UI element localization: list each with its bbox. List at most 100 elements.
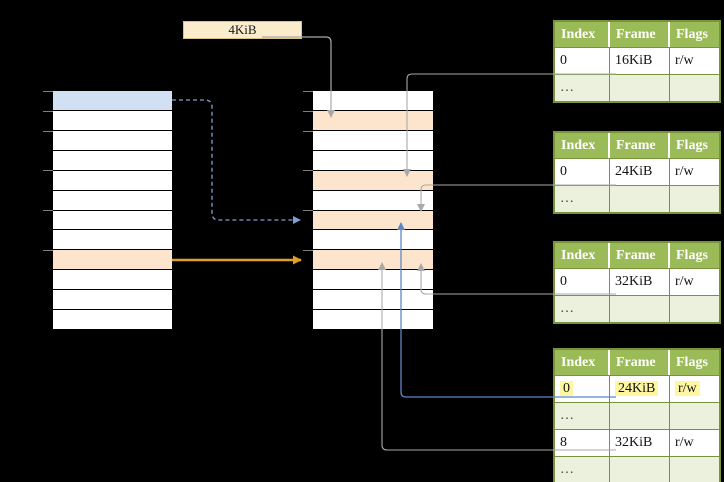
memory-row-mapped	[313, 110, 433, 131]
middle-memory-column	[313, 91, 433, 330]
tick-mark	[43, 250, 53, 251]
memory-row	[313, 270, 433, 291]
column-header-flags: Flags	[670, 133, 719, 158]
column-header-index: Index	[555, 350, 610, 375]
cell-frame: 24KiB	[610, 158, 670, 185]
cell-frame	[610, 74, 670, 101]
cell-frame	[610, 185, 670, 212]
memory-row	[53, 210, 172, 231]
column-header-frame: Frame	[610, 133, 670, 158]
cell-index: 8	[555, 429, 610, 456]
memory-row-mapped	[313, 170, 433, 191]
tick-mark	[303, 91, 313, 92]
page-table-2: Index Frame Flags 0 24KiB r/w …	[553, 131, 721, 214]
table-row: 8 32KiB r/w	[555, 429, 719, 456]
table-header-row: Index Frame Flags	[555, 22, 719, 47]
column-header-frame: Frame	[610, 350, 670, 375]
highlighted-value: 24KiB	[615, 381, 659, 396]
memory-row	[53, 130, 172, 151]
cell-frame	[610, 295, 670, 322]
memory-row-mapped	[313, 210, 433, 231]
column-header-frame: Frame	[610, 22, 670, 47]
cell-index: …	[555, 185, 610, 212]
column-header-flags: Flags	[670, 243, 719, 268]
tick-mark	[43, 91, 53, 92]
memory-row-mapped	[313, 250, 433, 271]
page-table-3: Index Frame Flags 0 32KiB r/w …	[553, 241, 721, 324]
cell-frame	[610, 456, 670, 482]
memory-row	[53, 230, 172, 251]
column-header-index: Index	[555, 133, 610, 158]
page-table-4: Index Frame Flags 0 24KiB r/w … 8 32KiB …	[553, 348, 721, 482]
table-row: 0 32KiB r/w	[555, 268, 719, 295]
tick-mark	[43, 111, 53, 112]
cell-frame	[610, 402, 670, 429]
column-header-flags: Flags	[670, 22, 719, 47]
cell-flags: r/w	[670, 375, 719, 402]
memory-row	[53, 110, 172, 131]
cell-flags	[670, 185, 719, 212]
memory-row	[313, 310, 433, 330]
cell-frame: 32KiB	[610, 429, 670, 456]
memory-row	[313, 91, 433, 111]
table-header-row: Index Frame Flags	[555, 133, 719, 158]
arrow-blue-row-to-entry-dashed	[172, 99, 301, 224]
cell-flags	[670, 295, 719, 322]
cell-flags: r/w	[670, 429, 719, 456]
tick-mark	[43, 210, 53, 211]
table-row-ellipsis: …	[555, 74, 719, 101]
memory-row-selected-blue	[53, 91, 172, 111]
column-header-index: Index	[555, 243, 610, 268]
cell-index: …	[555, 402, 610, 429]
cell-index: 0	[555, 47, 610, 74]
cell-index: 0	[555, 268, 610, 295]
cell-flags	[670, 74, 719, 101]
memory-row	[53, 310, 172, 330]
tick-mark	[303, 131, 313, 132]
table-row: 0 24KiB r/w	[555, 158, 719, 185]
table-row-highlighted: 0 24KiB r/w	[555, 375, 719, 402]
column-header-flags: Flags	[670, 350, 719, 375]
memory-row	[313, 150, 433, 171]
cell-index: 0	[555, 375, 610, 402]
table-header-row: Index Frame Flags	[555, 243, 719, 268]
cell-index: …	[555, 456, 610, 482]
tick-mark	[303, 250, 313, 251]
cell-index: …	[555, 295, 610, 322]
tick-mark	[303, 170, 313, 171]
memory-row	[313, 130, 433, 151]
tick-mark	[303, 210, 313, 211]
memory-row	[53, 170, 172, 191]
memory-row	[53, 190, 172, 211]
cell-frame: 32KiB	[610, 268, 670, 295]
cell-flags: r/w	[670, 268, 719, 295]
cell-frame: 16KiB	[610, 47, 670, 74]
cell-index: 0	[555, 158, 610, 185]
cell-flags: r/w	[670, 158, 719, 185]
tick-mark	[303, 111, 313, 112]
table-row-ellipsis: …	[555, 295, 719, 322]
cell-frame: 24KiB	[610, 375, 670, 402]
highlighted-value: 0	[560, 381, 573, 396]
cell-index: …	[555, 74, 610, 101]
table-row: 0 16KiB r/w	[555, 47, 719, 74]
tick-mark	[43, 131, 53, 132]
left-memory-column	[53, 91, 172, 330]
memory-row	[53, 270, 172, 291]
page-size-label: 4KiB	[183, 21, 302, 39]
memory-row	[53, 150, 172, 171]
table-row-ellipsis: …	[555, 402, 719, 429]
memory-row	[313, 290, 433, 311]
highlighted-value: r/w	[675, 381, 700, 396]
memory-row	[313, 190, 433, 211]
page-table-1: Index Frame Flags 0 16KiB r/w …	[553, 20, 721, 103]
cell-flags	[670, 402, 719, 429]
cell-flags: r/w	[670, 47, 719, 74]
memory-row	[53, 290, 172, 311]
memory-row	[313, 230, 433, 251]
memory-row-selected-orange	[53, 250, 172, 271]
table-row-ellipsis: …	[555, 185, 719, 212]
cell-flags	[670, 456, 719, 482]
tick-mark	[43, 170, 53, 171]
